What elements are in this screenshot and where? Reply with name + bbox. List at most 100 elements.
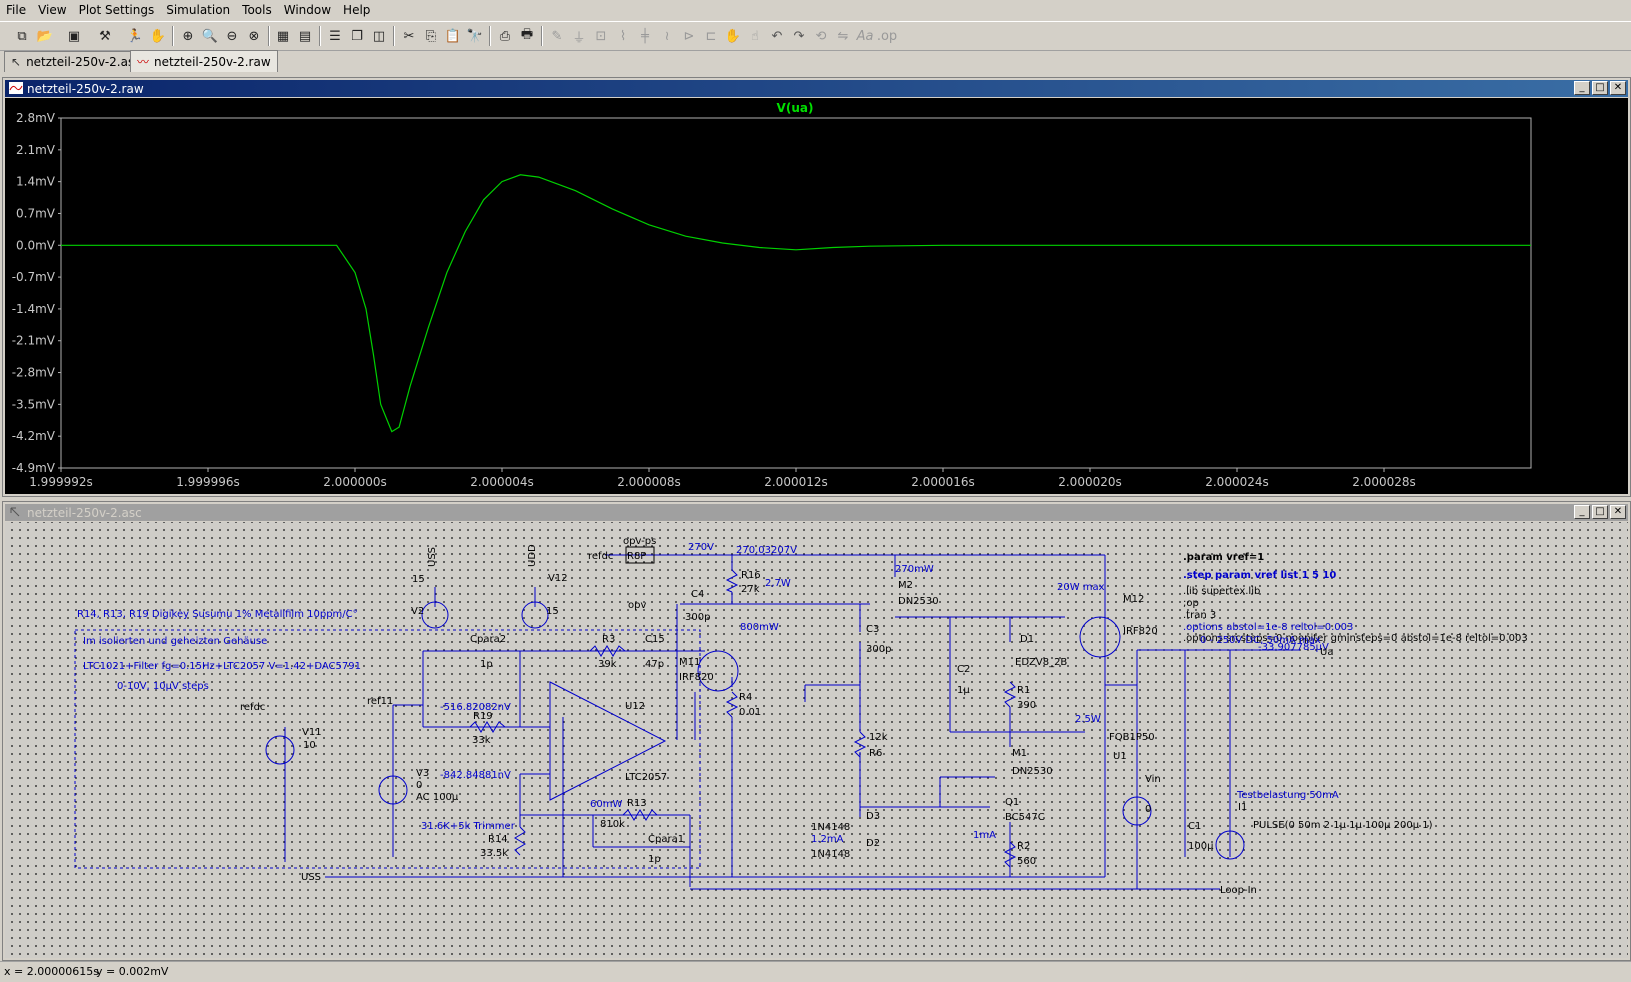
q1-name[interactable]: Q1 <box>1005 797 1019 808</box>
d2-name[interactable]: D2 <box>866 838 880 849</box>
r2-name[interactable]: R2 <box>1017 841 1030 852</box>
c15-name[interactable]: C15 <box>645 634 665 645</box>
d1-name[interactable]: D1 <box>1020 634 1034 645</box>
d3-value[interactable]: 1N4148 <box>811 822 850 833</box>
component-icon[interactable]: ⊏ <box>705 28 717 44</box>
c4-value[interactable]: 300p <box>685 612 710 623</box>
r19-name[interactable]: R19 <box>473 711 493 722</box>
grid-icon[interactable]: ▤ <box>298 28 312 44</box>
new-schematic-icon[interactable]: ⧉ <box>17 28 27 44</box>
spice-directive-icon[interactable]: .op <box>876 28 898 44</box>
maximize-button[interactable]: □ <box>1592 81 1608 95</box>
v3-name[interactable]: V3 <box>416 768 429 779</box>
control-panel-icon[interactable]: ⚒ <box>99 28 111 44</box>
v12-value[interactable]: 15 <box>546 606 559 617</box>
trace-label[interactable]: V(ua) <box>777 101 814 115</box>
v3-value[interactable]: 0 <box>416 780 422 791</box>
print-icon[interactable]: 🖶 <box>520 27 534 42</box>
schematic-drawing[interactable]: .param vref=1 .step param vref list 1 5 … <box>5 522 1628 958</box>
net-udd[interactable]: UDD <box>527 544 538 567</box>
menu-help[interactable]: Help <box>343 3 371 17</box>
lib-directive[interactable]: .lib supertex.lib <box>1183 586 1260 597</box>
r2-value[interactable]: 560 <box>1017 856 1036 867</box>
options-directive-1[interactable]: .options abstol=1e-8 reltol=0.003 <box>1183 622 1353 633</box>
r6-value[interactable]: 12k <box>869 732 888 743</box>
u12-name[interactable]: U12 <box>625 701 645 712</box>
c3-name[interactable]: C3 <box>866 624 879 635</box>
net-refdc-2[interactable]: refdc <box>240 702 265 713</box>
param-directive[interactable]: .param vref=1 <box>1183 552 1264 563</box>
run-icon[interactable]: 🏃 <box>126 28 144 44</box>
label-icon[interactable]: ⊡ <box>595 28 607 44</box>
note-resistors[interactable]: R14, R13, R19 Digikey Susumu 1% Metallfi… <box>77 609 358 620</box>
close-button[interactable]: ✕ <box>1610 81 1626 95</box>
menu-file[interactable]: File <box>6 3 27 17</box>
cascade-icon[interactable]: ❐ <box>351 28 363 44</box>
r19-value[interactable]: 33k <box>472 735 491 746</box>
rbp-label[interactable]: R8P <box>627 551 646 562</box>
c3-value[interactable]: 300p <box>866 644 891 655</box>
resistors[interactable] <box>469 569 1017 868</box>
cpara1-name[interactable]: Cpara1 <box>648 834 684 845</box>
net-loop-in[interactable]: Loop-In <box>1220 885 1257 896</box>
c2-name[interactable]: C2 <box>957 664 970 675</box>
r13-name[interactable]: R13 <box>627 798 647 809</box>
undo-icon[interactable]: ↶ <box>771 28 783 44</box>
r16-value[interactable]: 27k <box>741 584 760 595</box>
v2-value[interactable]: 15 <box>412 574 425 585</box>
trimmer-note[interactable]: 31.6K+5k Trimmer <box>421 821 516 832</box>
menu-view[interactable]: View <box>38 3 67 17</box>
note-range[interactable]: 0-10V, 10µV steps <box>117 681 209 692</box>
output-range-label[interactable]: 0 - 250V DC, 50mA max <box>1200 635 1321 646</box>
m2-value[interactable]: DN2530 <box>898 596 939 607</box>
d1-value[interactable]: EDZV8_2B <box>1015 657 1067 668</box>
c1-value[interactable]: 100µ <box>1188 841 1214 852</box>
r3-value[interactable]: 39k <box>598 659 617 670</box>
cpara2-name[interactable]: Cpara2 <box>470 634 506 645</box>
step-directive[interactable]: .step param vref list 1 5 10 <box>1183 570 1336 581</box>
power-m12[interactable]: 20W max <box>1057 582 1105 593</box>
voltage-270-b[interactable]: 270.03207V <box>736 545 797 556</box>
r13-value[interactable]: 810k <box>600 819 625 830</box>
m12-name[interactable]: M12 <box>1123 594 1144 605</box>
m11-value[interactable]: IRF820 <box>679 672 714 683</box>
rbp-box[interactable] <box>625 546 655 564</box>
op-directive[interactable]: ;op <box>1183 598 1199 609</box>
zoom-out-icon[interactable]: ⊖ <box>226 28 238 44</box>
inductor-icon[interactable]: ≀ <box>664 28 670 44</box>
r3-name[interactable]: R3 <box>602 634 615 645</box>
vin-value[interactable]: 0 <box>1145 804 1151 815</box>
zoom-in-icon[interactable]: ⊕ <box>182 28 194 44</box>
open-icon[interactable]: 📂 <box>36 28 54 44</box>
v11-name[interactable]: V11 <box>302 727 322 738</box>
voltage-inm[interactable]: -516.82082nV <box>440 702 511 713</box>
diode-icon[interactable]: ⊳ <box>683 28 695 44</box>
autorange-icon[interactable]: ▦ <box>276 28 290 44</box>
sources[interactable] <box>265 601 1245 860</box>
tab-waveform[interactable]: 〰 netzteil-250v-2.raw <box>130 50 278 72</box>
u1-value[interactable]: FQB1P50 <box>1109 732 1155 743</box>
power-r13[interactable]: 60mW <box>590 799 622 810</box>
m1-name[interactable]: M1 <box>1012 748 1027 759</box>
m1-value[interactable]: DN2530 <box>1012 766 1053 777</box>
power-u1[interactable]: 2.5W <box>1075 714 1101 725</box>
menu-window[interactable]: Window <box>283 3 332 17</box>
m12-value[interactable]: IRF820 <box>1123 626 1158 637</box>
net-uss[interactable]: USS <box>301 872 321 883</box>
options-directive-2[interactable]: .options srcsteps=0 noopiter gminsteps=0… <box>1183 633 1528 644</box>
net-ua[interactable]: Ua <box>1320 647 1333 658</box>
resistor-icon[interactable]: ⌇ <box>619 28 627 44</box>
capacitor-icon[interactable]: ╪ <box>641 28 649 44</box>
drag-icon[interactable]: ☝ <box>751 28 759 44</box>
paste-icon[interactable]: 📋 <box>444 28 462 44</box>
rotate-icon[interactable]: ⟲ <box>815 28 827 44</box>
minimize-button[interactable]: _ <box>1574 505 1590 519</box>
m11-name[interactable]: M11 <box>679 657 700 668</box>
v3-ac[interactable]: AC 100µ <box>416 792 459 803</box>
i1-name[interactable]: I1 <box>1238 802 1247 813</box>
q1-value[interactable]: BC547C <box>1005 812 1045 823</box>
schematic-canvas[interactable]: .param vref=1 .step param vref list 1 5 … <box>5 522 1628 958</box>
copy-icon[interactable]: ⎘ <box>425 28 437 44</box>
r14-name[interactable]: R14 <box>488 834 508 845</box>
r6-name[interactable]: R6 <box>869 748 882 759</box>
